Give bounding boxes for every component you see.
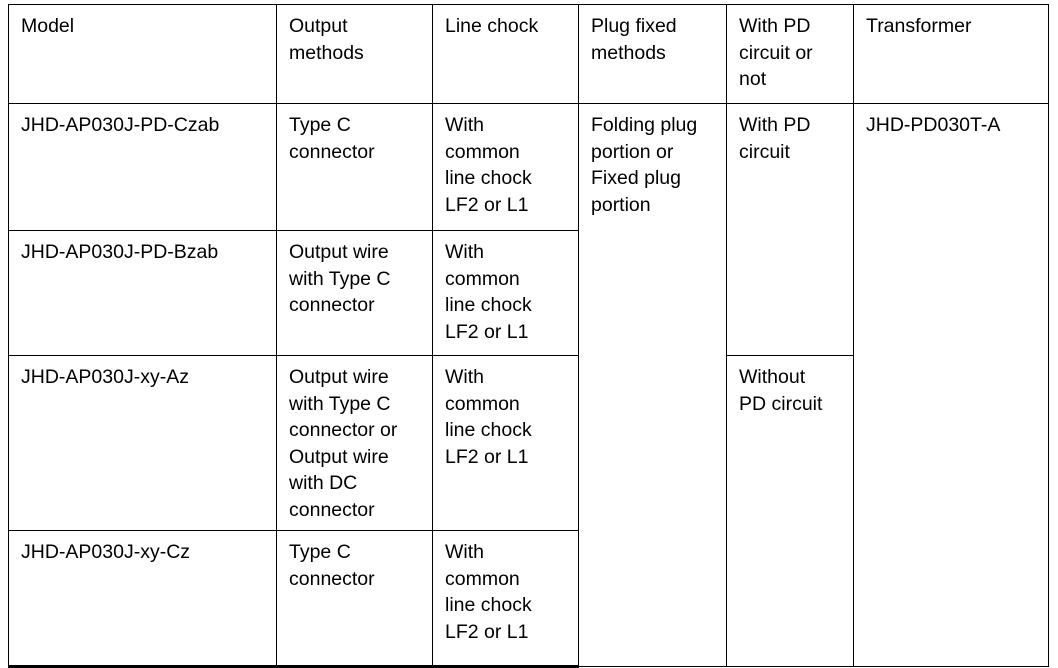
cell-line-chock-text: With common line chock LF2 or L1	[445, 241, 532, 343]
cell-line-chock-text: With common line chock LF2 or L1	[445, 366, 532, 468]
cell-model-text: JHD-AP030J-PD-Czab	[21, 114, 220, 136]
cell-output-methods-text: Output wire with Type C connector or Out…	[289, 366, 398, 521]
cell-output-methods: Type C connector	[276, 530, 433, 668]
cell-output-methods: Type C connector	[276, 103, 433, 231]
cell-model: JHD-AP030J-xy-Cz	[8, 530, 277, 668]
cell-pd-circuit: Without PD circuit	[726, 355, 854, 667]
cell-pd-circuit: With PD circuit	[726, 103, 854, 356]
cell-model-text: JHD-AP030J-xy-Cz	[21, 541, 191, 563]
cell-model-text: JHD-AP030J-PD-Bzab	[21, 241, 219, 263]
cell-line-chock: With common line chock LF2 or L1	[432, 530, 579, 668]
column-header-line-chock: Line chock	[432, 4, 579, 104]
model-specification-table: Model Output methods Line chock Plug fix…	[8, 4, 1049, 668]
column-header-plug-fixed-methods: Plug fixed methods	[578, 4, 727, 104]
column-header-output-methods: Output methods	[276, 4, 433, 104]
cell-model: JHD-AP030J-PD-Bzab	[8, 230, 277, 356]
cell-output-methods: Output wire with Type C connector or Out…	[276, 355, 433, 531]
column-header-model: Model	[8, 4, 277, 104]
cell-model-text: JHD-AP030J-xy-Az	[21, 366, 189, 388]
column-header-pd-circuit: With PD circuit or not	[726, 4, 854, 104]
cell-plug-fixed-methods: Folding plug portion or Fixed plug porti…	[578, 103, 727, 667]
column-header-transformer: Transformer	[853, 4, 1049, 104]
cell-pd-circuit-text: With PD circuit	[739, 114, 811, 163]
cell-line-chock: With common line chock LF2 or L1	[432, 103, 579, 231]
column-header-output-methods-text: Output methods	[289, 15, 364, 64]
cell-line-chock: With common line chock LF2 or L1	[432, 230, 579, 356]
cell-line-chock-text: With common line chock LF2 or L1	[445, 114, 532, 216]
table-row: JHD-AP030J-xy-Az Output wire with Type C…	[8, 355, 1049, 667]
cell-model: JHD-AP030J-xy-Az	[8, 355, 277, 531]
cell-line-chock-text: With common line chock LF2 or L1	[445, 541, 532, 643]
table-row: JHD-AP030J-PD-Czab Type C connector With…	[8, 103, 1049, 667]
column-header-pd-circuit-text: With PD circuit or not	[739, 15, 813, 91]
table-row: JHD-AP030J-PD-Bzab Output wire with Type…	[8, 230, 1049, 356]
cell-output-methods-text: Output wire with Type C connector	[289, 241, 391, 317]
column-header-line-chock-text: Line chock	[445, 15, 539, 37]
cell-plug-fixed-methods-text: Folding plug portion or Fixed plug porti…	[591, 114, 698, 216]
cell-pd-circuit-text: Without PD circuit	[739, 366, 823, 415]
column-header-transformer-text: Transformer	[866, 15, 972, 37]
table-header-row: Model Output methods Line chock Plug fix…	[8, 4, 1049, 104]
cell-line-chock: With common line chock LF2 or L1	[432, 355, 579, 531]
column-header-plug-fixed-methods-text: Plug fixed methods	[591, 15, 677, 64]
cell-transformer-text: JHD-PD030T-A	[866, 114, 1001, 136]
table-row: JHD-AP030J-xy-Cz Type C connector With c…	[8, 530, 1049, 668]
document-page: Model Output methods Line chock Plug fix…	[8, 4, 1049, 668]
cell-output-methods-text: Type C connector	[289, 541, 375, 590]
cell-output-methods-text: Type C connector	[289, 114, 375, 163]
cell-output-methods: Output wire with Type C connector	[276, 230, 433, 356]
cell-transformer: JHD-PD030T-A	[853, 103, 1049, 667]
column-header-model-text: Model	[21, 15, 75, 37]
cell-model: JHD-AP030J-PD-Czab	[8, 103, 277, 231]
